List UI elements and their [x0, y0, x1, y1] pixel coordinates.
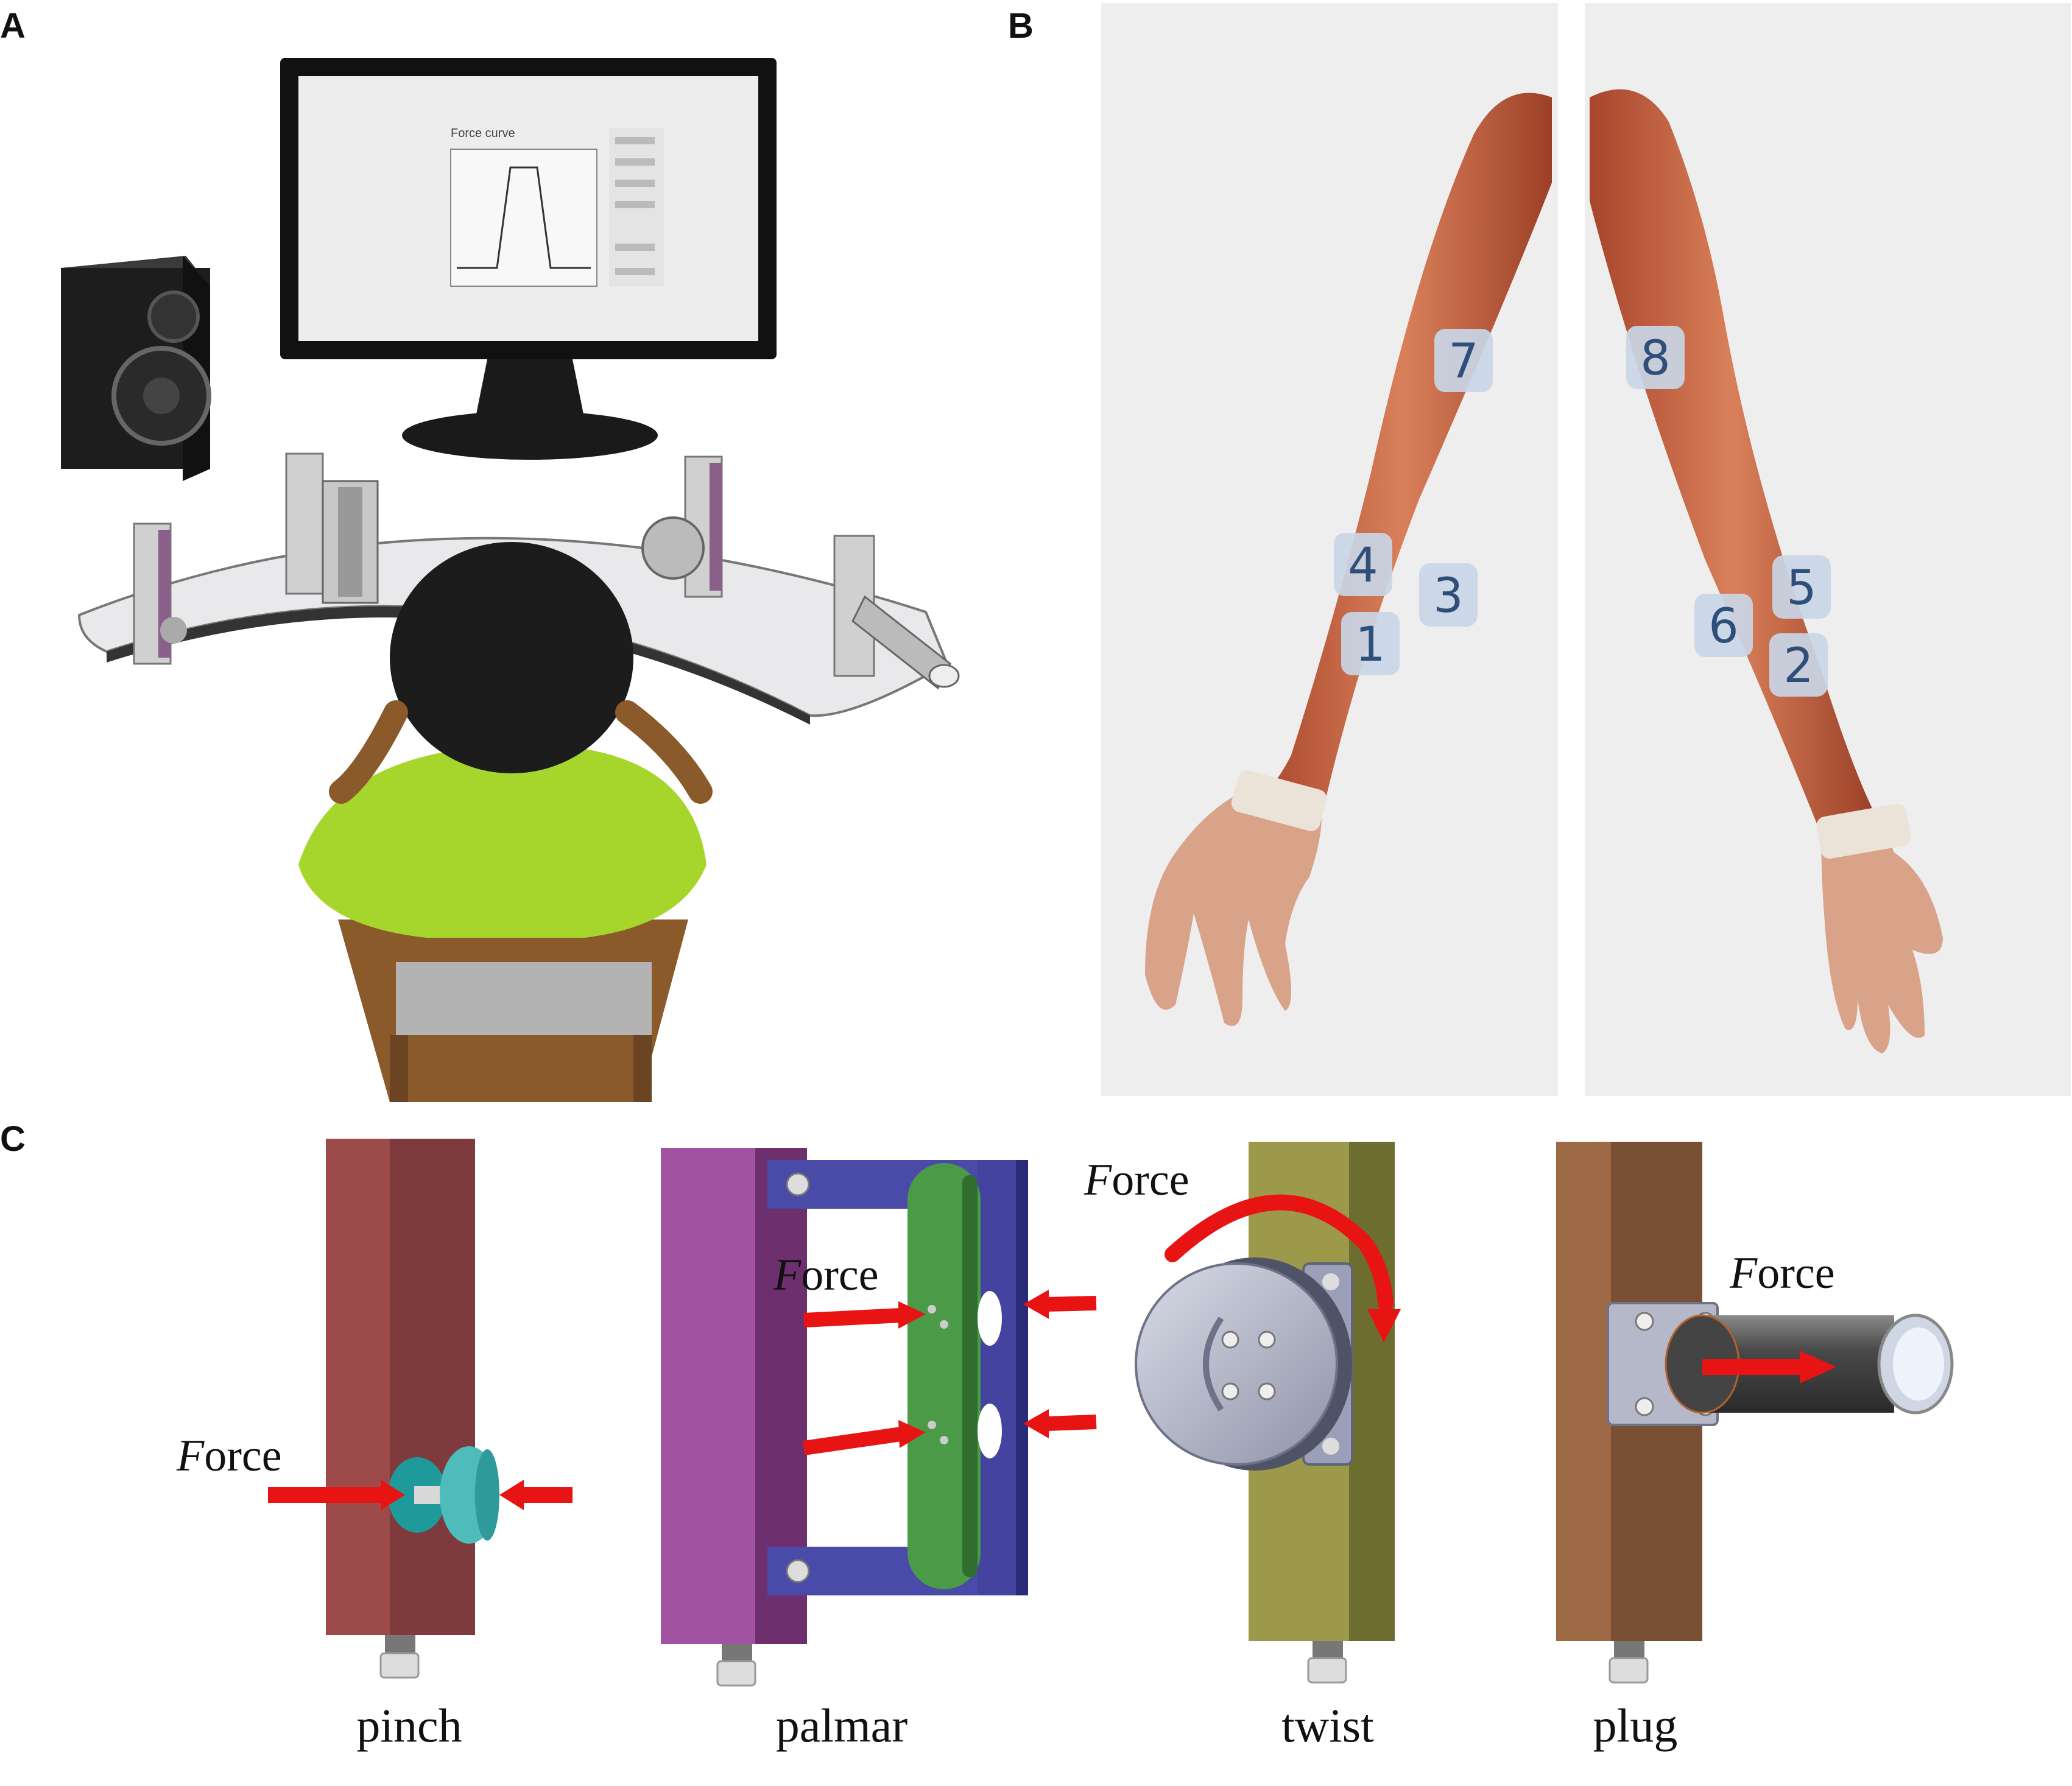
palmar-force-label: Force	[773, 1250, 879, 1300]
panel-label-a: A	[0, 6, 26, 46]
panel-label-c: C	[0, 1119, 26, 1159]
pinch-caption: pinch	[356, 1699, 462, 1752]
svg-text:3: 3	[1433, 569, 1464, 624]
plug-caption: plug	[1593, 1699, 1678, 1752]
left-arm-muscle-illustration	[1145, 93, 1552, 1026]
plug-force-arrow	[1702, 1351, 1836, 1383]
svg-text:1: 1	[1355, 617, 1386, 672]
seated-person-icon	[298, 542, 713, 1102]
svg-text:6: 6	[1708, 599, 1739, 654]
palmar-device	[661, 1148, 1028, 1687]
svg-text:7: 7	[1448, 334, 1479, 389]
pinch-device	[326, 1139, 499, 1679]
screen-chart-title: Force curve	[451, 127, 515, 140]
svg-text:4: 4	[1348, 538, 1378, 593]
twist-force-label: Force	[1084, 1155, 1189, 1205]
electrode-site-2: 2	[1769, 633, 1828, 697]
twist-rotation-arrow	[1165, 1194, 1401, 1343]
speaker-icon	[61, 256, 211, 481]
screen-side-panel	[609, 128, 664, 286]
plug-device	[1556, 1142, 1954, 1684]
pinch-force-arrows	[268, 1480, 573, 1510]
device-post-pinch	[133, 522, 187, 665]
screen-chart: Force curve	[450, 127, 664, 287]
electrode-site-5: 5	[1772, 555, 1831, 619]
panel-b: B 1 2 3 4	[1008, 3, 2071, 1096]
electrode-site-8: 8	[1626, 326, 1685, 389]
electrode-site-6: 6	[1694, 594, 1753, 657]
twist-caption: twist	[1281, 1699, 1374, 1752]
panel-a: A Force curve	[0, 6, 960, 1102]
electrode-site-4: 4	[1334, 533, 1392, 596]
palmar-force-arrows	[803, 1290, 1097, 1455]
pinch-force-label: Force	[176, 1431, 282, 1481]
palmar-caption: palmar	[776, 1699, 908, 1752]
twist-device	[1135, 1142, 1395, 1684]
plug-force-label: Force	[1729, 1248, 1835, 1298]
panel-label-b: B	[1008, 6, 1034, 46]
electrode-site-3: 3	[1419, 563, 1478, 627]
device-post-plug	[833, 535, 960, 690]
svg-text:2: 2	[1783, 639, 1814, 694]
device-post-palmar	[285, 452, 379, 604]
svg-text:5: 5	[1786, 561, 1817, 616]
screen-chart-line	[457, 166, 591, 269]
monitor-icon: Force curve	[280, 58, 777, 460]
electrode-site-1: 1	[1341, 612, 1400, 675]
svg-text:8: 8	[1640, 331, 1671, 386]
panel-c: C Force pinch	[0, 1119, 1954, 1752]
electrode-site-7: 7	[1434, 329, 1493, 392]
device-post-twist	[641, 455, 723, 598]
